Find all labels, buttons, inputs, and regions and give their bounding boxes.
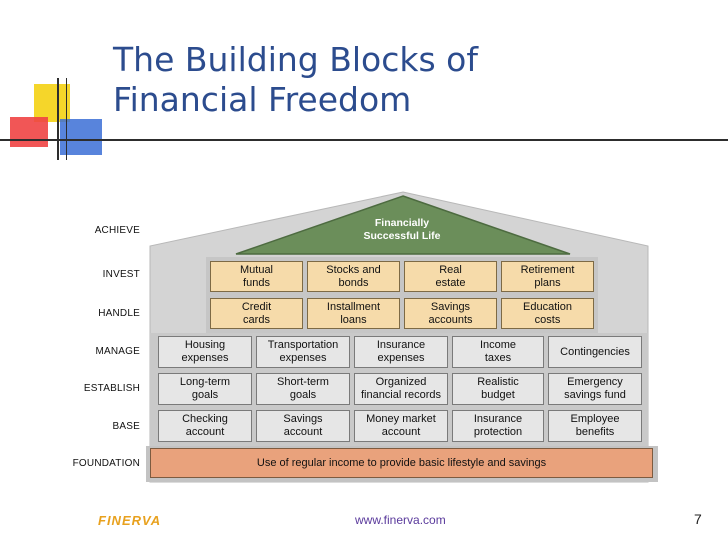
decorative-blue-square <box>60 119 102 155</box>
level-achieve: ACHIEVE <box>94 225 140 236</box>
decorative-red-square <box>10 117 48 147</box>
decorative-vertical-line-2 <box>66 78 67 160</box>
level-foundation: FOUNDATION <box>72 458 140 469</box>
roof-label-line1: Financially <box>374 217 430 229</box>
roof-triangle <box>235 195 571 255</box>
footer-logo: FINERVA <box>98 513 162 528</box>
footer-url[interactable]: www.finerva.com <box>355 513 446 527</box>
page-number: 7 <box>694 511 702 527</box>
decorative-vertical-line <box>57 78 59 160</box>
title-line-1: The Building Blocks of <box>113 40 478 79</box>
decorative-yellow-square <box>34 84 70 122</box>
title-divider <box>0 139 728 141</box>
level-establish: ESTABLISH <box>83 383 140 394</box>
block-manage: Contingencies <box>548 336 642 368</box>
level-manage: MANAGE <box>95 346 140 357</box>
roof-label: Financially Successful Life <box>330 217 474 243</box>
slide-title: The Building Blocks of Financial Freedom <box>113 40 478 120</box>
level-base: BASE <box>112 421 140 432</box>
level-handle: HANDLE <box>98 308 140 319</box>
roof-label-line2: Successful Life <box>363 230 441 242</box>
level-invest: INVEST <box>102 269 140 280</box>
foundation-block: Use of regular income to provide basic l… <box>150 448 653 478</box>
title-line-2: Financial Freedom <box>113 80 412 119</box>
